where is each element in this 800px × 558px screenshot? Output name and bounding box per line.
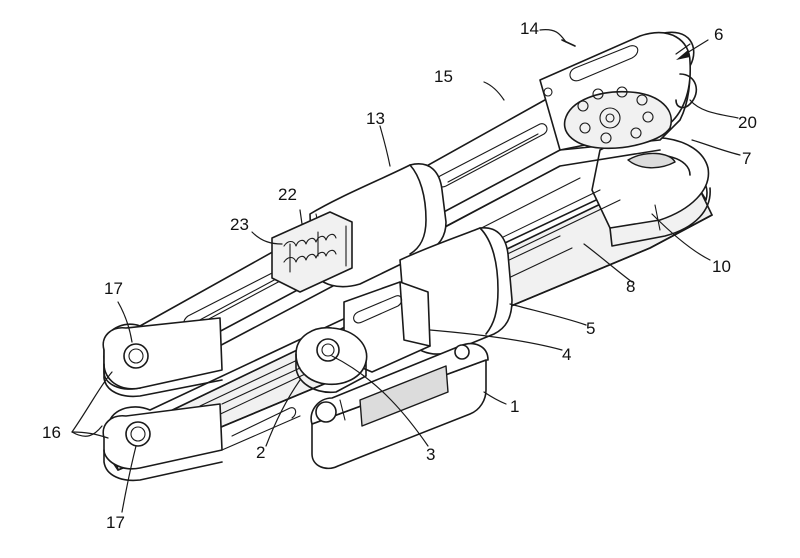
ref-8: 8	[626, 277, 635, 296]
ref-17-top: 17	[104, 279, 123, 298]
pivot-disc	[295, 327, 368, 393]
base-block	[310, 342, 489, 470]
ref-15: 15	[434, 67, 453, 86]
ref-6: 6	[714, 25, 723, 44]
ref-20: 20	[738, 113, 757, 132]
ref-1: 1	[510, 397, 519, 416]
ref-16: 16	[42, 423, 61, 442]
ratchet-teeth	[271, 211, 353, 293]
ref-4: 4	[562, 345, 571, 364]
ref-22: 22	[278, 185, 297, 204]
ref-5: 5	[586, 319, 595, 338]
ref-23: 23	[230, 215, 249, 234]
ref-7: 7	[742, 149, 751, 168]
ref-10: 10	[712, 257, 731, 276]
ref-3: 3	[426, 445, 435, 464]
upper-head	[539, 31, 698, 151]
arrow-6	[676, 39, 709, 60]
ref-13: 13	[366, 109, 385, 128]
reference-numerals: 14 6 15 13 20 7 22 23 10 17 8 5 4 1 16 2…	[42, 19, 757, 532]
leader-lines	[71, 29, 741, 513]
ref-17-bottom: 17	[106, 513, 125, 532]
upper-left-end	[102, 317, 223, 398]
ref-2: 2	[256, 443, 265, 462]
lower-rear-end	[591, 136, 711, 247]
lower-left-end	[102, 367, 301, 482]
ref-14: 14	[520, 19, 539, 38]
